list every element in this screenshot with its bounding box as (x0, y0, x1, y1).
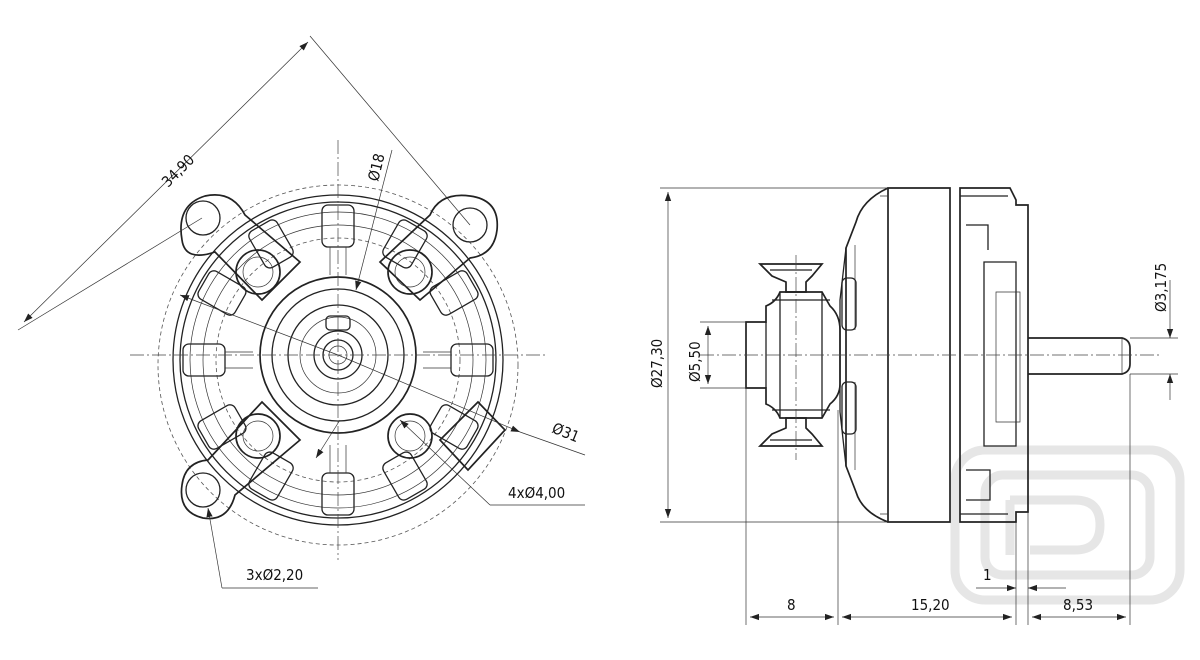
dim-body-27-30: Ø27,30 (648, 187, 888, 523)
dim-text-boss-5-50: Ø5,50 (686, 341, 704, 382)
mounting-cross (180, 194, 507, 520)
dim-text-shaft-3-175: Ø3,175 (1152, 263, 1170, 312)
dim-text-34-90: 34,90 (158, 151, 198, 191)
dim-text-mount-holes: 4xØ4,00 (508, 484, 565, 502)
dim-text-screw-holes: 3xØ2,20 (246, 566, 303, 584)
dim-text-offset: 1 (983, 566, 992, 584)
dim-text-outer-31: Ø31 (550, 419, 583, 446)
dim-boss-5-50: Ø5,50 (686, 321, 746, 389)
dim-screw-holes: 3xØ2,20 (206, 507, 318, 589)
dim-outer-31: Ø31 (337, 354, 586, 456)
dim-34-90: 34,90 (17, 35, 471, 331)
dim-text-body-27-30: Ø27,30 (648, 339, 666, 388)
dim-mount-holes: 4xØ4,00 (399, 419, 585, 506)
mount-holes (235, 249, 433, 459)
dim-text-shaft-length: 8,53 (1063, 596, 1093, 614)
front-view: 34,90 Ø18 Ø31 4xØ4,00 3xØ2,20 (17, 35, 586, 589)
dim-text-front-length: 8 (787, 596, 796, 614)
dim-shaft-3-175: Ø3,175 (1130, 263, 1178, 400)
dim-text-body-length: 15,20 (911, 596, 950, 614)
dim-lengths: 8 15,20 8,53 1 (745, 374, 1131, 625)
stator-slots (182, 204, 494, 516)
side-view: Ø27,30 Ø5,50 Ø3,175 8 15,20 (648, 187, 1178, 625)
watermark-logo (950, 445, 1185, 605)
